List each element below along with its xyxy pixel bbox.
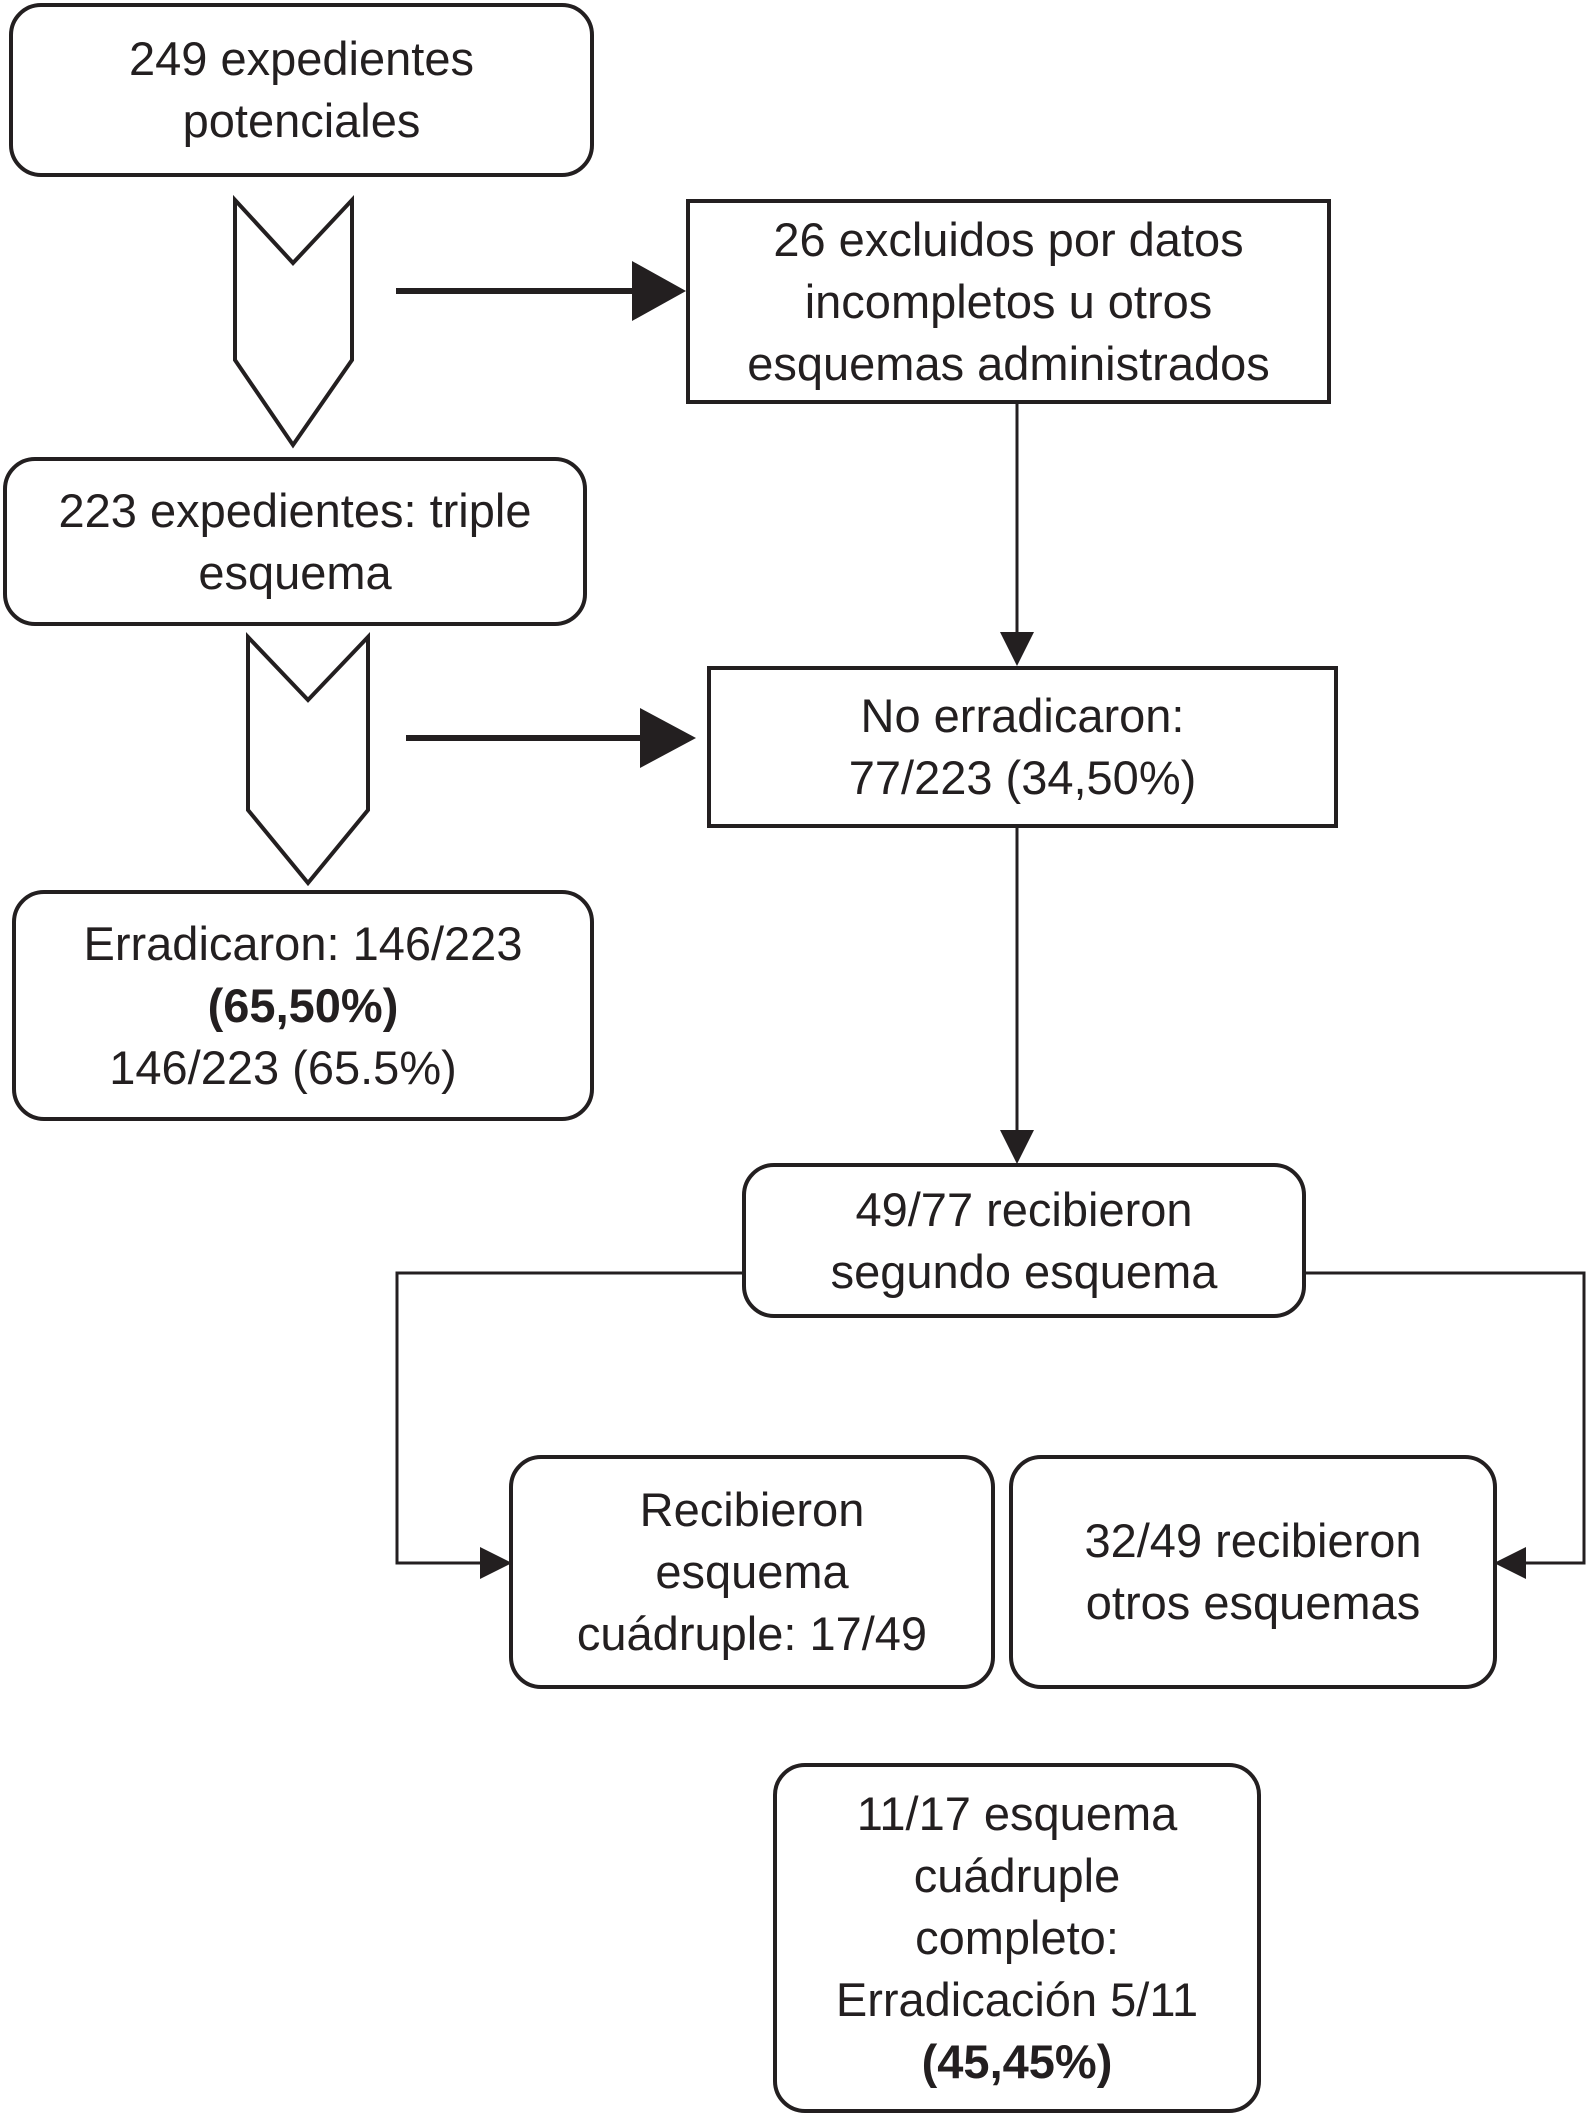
quadruple-scheme-line-2: esquema	[655, 1545, 849, 1598]
arrowhead	[632, 261, 686, 321]
triple-scheme-line-1: 223 expedientes: triple	[58, 483, 532, 537]
arrow-second-scheme-to-quadruple	[395, 1271, 742, 1565]
excluded-box: 26 excluidos por datos incompletos u otr…	[686, 199, 1331, 404]
arrowhead	[480, 1547, 512, 1579]
eradicated-percentage: (65,50%)	[207, 978, 399, 1032]
arrowhead	[1000, 1130, 1034, 1164]
quadruple-complete-line-3: completo:	[915, 1911, 1119, 1964]
quadruple-complete-line-4: Erradicación 5/11	[835, 1973, 1199, 2026]
quadruple-scheme-line-3: cuádruple: 17/49	[576, 1607, 928, 1660]
excluded-line-3: esquemas administrados	[747, 336, 1270, 390]
quadruple-complete-line-2: cuádruple	[913, 1849, 1121, 1902]
quadruple-scheme-box: Recibieron esquema cuádruple: 17/49	[509, 1455, 995, 1689]
not-eradicated-line-1: No erradicaron:	[860, 689, 1185, 742]
quadruple-complete-percentage: (45,45%)	[921, 2035, 1113, 2088]
eradicated-line-1: Erradicaron: 146/223	[83, 916, 523, 970]
other-schemes-box: 32/49 recibieron otros esquemas	[1009, 1455, 1497, 1689]
flow-chevron-down	[246, 632, 370, 887]
not-eradicated-box: No erradicaron: 77/223 (34,50%)	[707, 666, 1338, 828]
potential-records-line-2: potenciales	[182, 94, 421, 147]
quadruple-complete-line-1: 11/17 esquema	[856, 1787, 1178, 1840]
potential-records-box: 249 expedientes potenciales	[9, 3, 594, 177]
other-schemes-line-1: 32/49 recibieron	[1084, 1514, 1422, 1567]
eradicated-line-3: 146/223 (65.5%)	[109, 1040, 457, 1094]
arrowhead	[1494, 1547, 1526, 1579]
eradicated-box: Erradicaron: 146/223 (65,50%) 146/223 (6…	[12, 890, 594, 1121]
not-eradicated-line-2: 77/223 (34,50%)	[848, 751, 1197, 804]
triple-scheme-line-2: esquema	[198, 545, 392, 599]
other-schemes-line-2: otros esquemas	[1085, 1576, 1421, 1629]
quadruple-complete-box: 11/17 esquema cuádruple completo: Erradi…	[773, 1763, 1261, 2113]
excluded-line-2: incompletos u otros	[804, 274, 1213, 328]
arrow-second-scheme-to-other-schemes	[1306, 1271, 1586, 1565]
second-scheme-line-1: 49/77 recibieron	[855, 1182, 1193, 1236]
excluded-line-1: 26 excluidos por datos	[773, 212, 1244, 266]
triple-scheme-box: 223 expedientes: triple esquema	[3, 457, 587, 626]
arrowhead	[640, 708, 696, 768]
potential-records-line-1: 249 expedientes	[129, 32, 474, 85]
second-scheme-line-2: segundo esquema	[830, 1244, 1218, 1298]
arrowhead	[1000, 632, 1034, 666]
flow-chevron-down	[233, 194, 354, 449]
second-scheme-box: 49/77 recibieron segundo esquema	[742, 1163, 1306, 1318]
quadruple-scheme-line-1: Recibieron	[639, 1483, 865, 1536]
